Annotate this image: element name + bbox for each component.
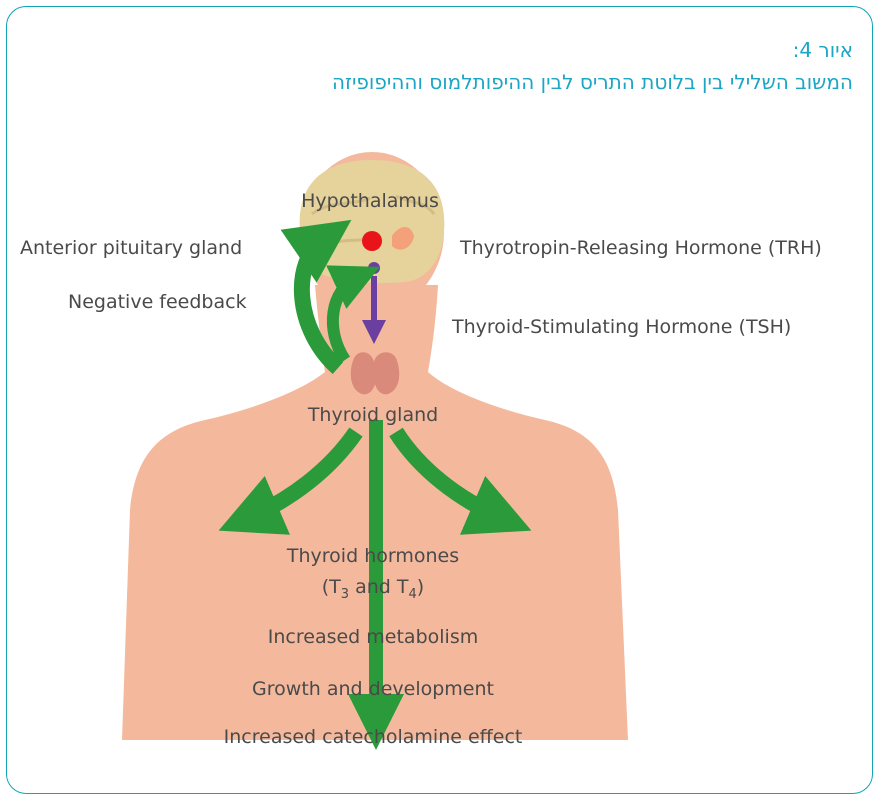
label-trh: Thyrotropin-Releasing Hormone (TRH) [460, 237, 822, 259]
label-t3-t4: (T3 and T4) [322, 576, 424, 602]
label-hypothalamus: Hypothalamus [301, 190, 439, 212]
label-thyroid-gland: Thyroid gland [308, 404, 438, 426]
pituitary-dot [368, 262, 380, 274]
t4-suffix: ) [417, 576, 424, 598]
label-tsh: Thyroid-Stimulating Hormone (TSH) [452, 316, 791, 338]
label-growth-development: Growth and development [252, 678, 494, 700]
label-thyroid-hormones: Thyroid hormones [287, 545, 459, 567]
label-increased-metabolism: Increased metabolism [268, 626, 478, 648]
hypothalamus-dot [362, 231, 382, 251]
label-anterior-pituitary: Anterior pituitary gland [20, 237, 242, 259]
and-t: and T [349, 576, 408, 598]
label-catecholamine: Increased catecholamine effect [224, 726, 523, 748]
t3-prefix: (T [322, 576, 341, 598]
t4-subscript: 4 [409, 587, 417, 602]
label-negative-feedback: Negative feedback [68, 291, 247, 313]
